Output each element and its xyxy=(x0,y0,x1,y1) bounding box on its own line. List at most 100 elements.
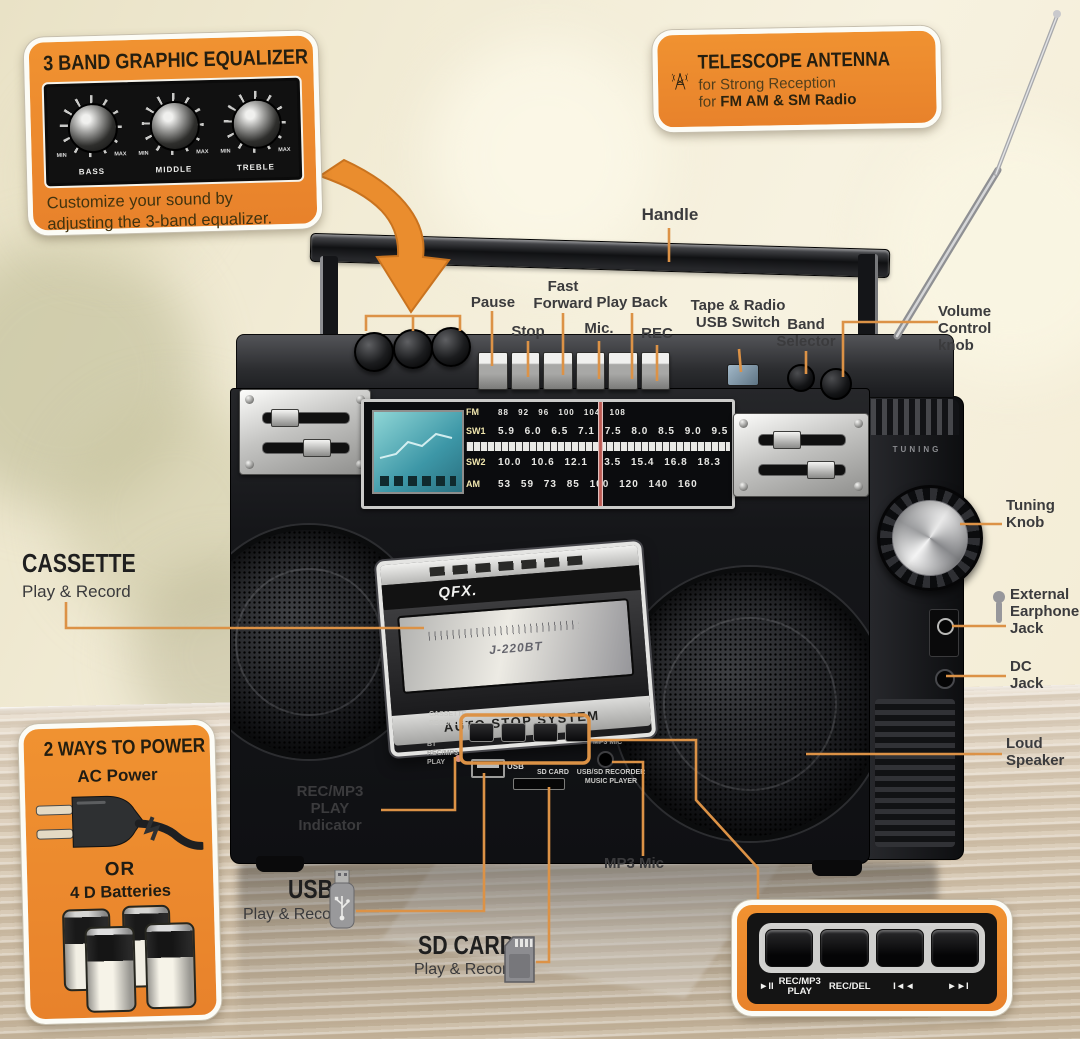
screw xyxy=(356,460,365,469)
equalizer-knob-bass xyxy=(354,332,394,372)
tuning-needle xyxy=(598,402,603,506)
label-fast-forward: Fast Forward xyxy=(533,278,593,312)
right-chrome-plate xyxy=(733,413,869,497)
left-chrome-plate xyxy=(239,389,371,475)
label-stop: Stop xyxy=(511,323,545,340)
max-label: MAX xyxy=(114,151,127,158)
equalizer-knob-middle xyxy=(393,329,433,369)
label-volume-control-knob: Volume Control knob xyxy=(938,303,992,354)
sw1-frequencies: 5.9 6.0 6.5 7.1 7.5 8.0 8.5 9.0 9.5 xyxy=(498,425,729,437)
equalizer-title: 3 BAND GRAPHIC EQUALIZER xyxy=(42,45,309,76)
volume-knob xyxy=(820,368,852,400)
mp3-recdel-button xyxy=(501,723,526,742)
slider-handle xyxy=(303,439,331,457)
callout-power: 2 WAYS TO POWER AC Power OR 4 D Batterie… xyxy=(18,719,222,1025)
label-external-earphone-jack: External Earphone Jack xyxy=(1010,586,1080,637)
label-rec-mp3-play-indicator: REC/MP3 PLAY Indicator xyxy=(296,783,364,834)
min-label: MIN xyxy=(56,152,67,160)
rec-mp3-play-label: ►II REC/MP3 PLAY xyxy=(759,976,821,998)
treble-label: TREBLE xyxy=(236,162,276,173)
callout-antenna: TELESCOPE ANTENNA for Strong Reception f… xyxy=(652,25,942,133)
mp3-bezel xyxy=(759,923,985,973)
rec-del-button xyxy=(820,929,869,967)
bokeh-blob xyxy=(430,40,660,270)
antenna-subtitle2: for FM AM & SM Radio xyxy=(698,90,857,111)
pause-key xyxy=(478,352,508,390)
rec-key xyxy=(640,352,670,390)
tuning-print: TUNING xyxy=(892,445,942,454)
band-label: AM xyxy=(466,479,480,489)
display-bars xyxy=(380,476,456,486)
cassette-recorder-print: CASSETTE RECORDER xyxy=(429,711,470,727)
treble-knob-cell: MIN MAX TREBLE xyxy=(213,85,297,175)
power-title: 2 WAYS TO POWER xyxy=(43,734,206,761)
screw xyxy=(854,419,863,428)
label-sd-card: SD CARD xyxy=(418,930,516,960)
prev-icon-label: I◄◄ xyxy=(893,981,915,993)
fm-frequencies: 88 92 96 100 104 108 xyxy=(498,407,626,417)
mp3-button-row xyxy=(469,723,590,742)
label-handle: Handle xyxy=(641,205,699,224)
callout-mp3-buttons: ►II REC/MP3 PLAY REC/DEL I◄◄ ►►I xyxy=(732,900,1012,1016)
usb-port xyxy=(471,759,505,778)
side-vents xyxy=(875,699,955,847)
middle-label: MIDDLE xyxy=(155,164,193,175)
middle-knob-cell: MIN MAX MIDDLE xyxy=(131,87,215,177)
label-cassette: CASSETTE xyxy=(22,548,136,578)
mic-key xyxy=(575,352,605,390)
label-tuning-knob: Tuning Knob xyxy=(1006,497,1055,531)
bass-label: BASS xyxy=(78,166,106,177)
slider-handle xyxy=(807,461,835,479)
screw xyxy=(356,395,365,404)
mp3-panel: ►II REC/MP3 PLAY REC/DEL I◄◄ ►►I xyxy=(747,913,997,1004)
label-mic: Mic. xyxy=(584,320,614,337)
tuning-knob xyxy=(877,485,983,591)
equalizer-caption: Customize your sound by adjusting the 3-… xyxy=(46,189,273,234)
callout-equalizer: 3 BAND GRAPHIC EQUALIZER MIN MAX BASS MI… xyxy=(23,30,323,236)
boombox-side-panel: TUNING xyxy=(868,396,983,860)
label-cassette-sub: Play & Record xyxy=(22,582,131,601)
screw xyxy=(854,482,863,491)
mp3-mic-hole xyxy=(597,751,614,768)
label-dc-jack: DC Jack xyxy=(1010,658,1044,692)
stop-key xyxy=(510,352,540,390)
screw xyxy=(739,419,748,428)
slider-slot xyxy=(758,461,846,479)
jack-panel xyxy=(929,609,959,657)
ac-power-label: AC Power xyxy=(77,764,158,787)
band-selector-knob xyxy=(787,364,815,392)
label-play-back: Play Back xyxy=(596,294,668,311)
mp3-mic-print: MP3 MIC xyxy=(593,739,623,746)
d-batteries-illustration xyxy=(36,904,209,1013)
sw2-frequencies: 10.0 10.6 12.1 13.5 15.4 16.8 18.3 20.0 … xyxy=(498,456,730,468)
screw xyxy=(245,460,254,469)
play-key xyxy=(608,352,638,390)
play-pause-icon: ►II xyxy=(759,981,774,993)
earphone-jack xyxy=(937,618,954,635)
rec-del-label: REC/DEL xyxy=(828,981,871,993)
label-band-selector: Band Selector xyxy=(776,316,836,350)
label-tape-radio-usb-switch: Tape & Radio USB Switch xyxy=(690,297,786,331)
rec-mp3-play-led xyxy=(455,755,462,762)
dc-jack xyxy=(935,669,955,689)
mp3-prev-button xyxy=(533,723,558,742)
label-usb-sub: Play & Record xyxy=(243,906,346,923)
foot-left xyxy=(256,856,304,872)
usb-drive-icon xyxy=(329,870,355,929)
batteries-label: 4 D Batteries xyxy=(69,881,172,903)
mp3-next-button xyxy=(565,723,590,742)
side-ridges xyxy=(871,399,959,435)
label-pause: Pause xyxy=(470,294,516,311)
mp3-play-button xyxy=(469,723,494,742)
foot-right xyxy=(812,860,862,876)
label-mp3-mic: MP3 Mic xyxy=(604,855,665,872)
min-label: MIN xyxy=(220,148,231,155)
slider-handle xyxy=(271,409,299,427)
slider-slot xyxy=(262,409,350,427)
sd-print: SD CARD xyxy=(537,769,569,776)
screw xyxy=(245,395,254,404)
d-battery xyxy=(84,925,137,1013)
antenna-title: TELESCOPE ANTENNA xyxy=(697,47,891,74)
